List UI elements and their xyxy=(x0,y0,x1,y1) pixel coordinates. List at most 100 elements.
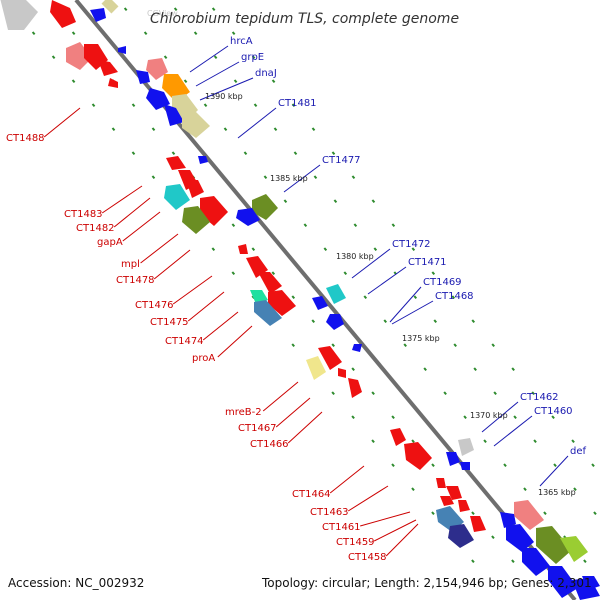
gene-label: CT1477 xyxy=(322,155,361,166)
gene-label: CT1458 xyxy=(348,552,387,563)
ring-dot xyxy=(593,511,597,516)
gene-arrow xyxy=(404,442,432,470)
gene-arrow xyxy=(506,524,534,552)
label-leader xyxy=(187,291,225,322)
ring-dot xyxy=(583,559,587,564)
gene-arrow xyxy=(136,70,150,84)
kbp-mark: 1370 kbp xyxy=(470,411,508,420)
ring-dot xyxy=(533,439,537,444)
genome-summary-text: Topology: circular; Length: 2,154,946 bp… xyxy=(261,576,592,590)
gene-arrow xyxy=(182,112,210,138)
ring-dot xyxy=(31,31,36,36)
ring-dot xyxy=(351,367,355,372)
gene-arrow xyxy=(458,438,474,456)
ring-dot xyxy=(423,367,427,372)
label-leader xyxy=(172,275,213,305)
gene-arrow xyxy=(98,60,118,76)
label-leader xyxy=(113,197,151,228)
ring-dot xyxy=(553,463,557,468)
gene-arrow xyxy=(440,496,454,506)
ring-dot xyxy=(183,79,188,84)
label-leader xyxy=(189,45,229,73)
gene-arrow xyxy=(238,244,248,254)
gene-label: CT1464 xyxy=(292,489,331,500)
gene-label: grpE xyxy=(241,52,264,63)
label-leader xyxy=(122,211,161,242)
ring-dot xyxy=(123,7,128,12)
gene-arrow xyxy=(460,462,470,470)
label-leader xyxy=(195,61,240,87)
gene-label: CT1467 xyxy=(238,423,277,434)
ring-dot xyxy=(331,391,335,396)
label-leader xyxy=(539,455,569,487)
ring-dot xyxy=(273,127,278,132)
label-leader xyxy=(329,465,365,494)
ring-dot xyxy=(431,271,436,276)
ring-dot xyxy=(391,415,395,420)
gene-arrow xyxy=(66,42,92,70)
cog-block xyxy=(101,0,119,14)
label-leader xyxy=(153,249,191,280)
ring-dot xyxy=(323,247,328,252)
ring-dot xyxy=(351,415,355,420)
ring-dot xyxy=(543,511,547,516)
label-leader xyxy=(373,519,417,542)
ring-dot xyxy=(151,127,156,132)
ring-dot xyxy=(171,151,176,156)
label-leader xyxy=(283,164,321,193)
ring-dot xyxy=(491,535,495,540)
ring-dot xyxy=(391,223,396,228)
gene-label: CT1459 xyxy=(336,537,375,548)
label-leader xyxy=(275,397,311,428)
ring-dot xyxy=(51,55,56,60)
gene-arrow xyxy=(338,368,346,378)
ring-dot xyxy=(591,463,595,468)
label-leader xyxy=(385,523,419,557)
ring-dot xyxy=(511,367,515,372)
gene-arrow xyxy=(500,512,516,528)
label-leader xyxy=(202,311,239,341)
gene-arrow xyxy=(90,8,106,22)
kbp-mark: 1375 kbp xyxy=(402,334,440,343)
ring-dot xyxy=(311,319,316,324)
label-leader xyxy=(481,401,519,433)
watermark: CGView xyxy=(147,9,178,18)
gene-arrow xyxy=(312,296,328,310)
gene-arrow xyxy=(446,452,460,466)
label-leader xyxy=(140,233,179,264)
gene-arrow xyxy=(164,184,190,210)
ring-dot xyxy=(503,463,507,468)
label-leader xyxy=(237,107,277,139)
gene-label: hrcA xyxy=(230,36,253,47)
ring-dot xyxy=(271,79,276,84)
ring-dot xyxy=(411,247,416,252)
ring-dot xyxy=(163,55,168,60)
label-leader xyxy=(43,107,81,138)
gene-arrow xyxy=(352,344,362,352)
label-leader xyxy=(351,248,391,279)
ring-dot xyxy=(453,343,457,348)
ring-dot xyxy=(471,511,475,516)
ring-dot xyxy=(383,319,388,324)
gene-labels-forward: hrcAgrpEdnaJCT1481CT1477CT1472CT1471CT14… xyxy=(189,36,587,487)
kbp-mark: 1390 kbp xyxy=(205,92,243,101)
ring-dot xyxy=(443,391,447,396)
ring-dot xyxy=(251,247,256,252)
ring-dot xyxy=(531,391,535,396)
ring-dot xyxy=(413,295,418,300)
ring-dot xyxy=(131,151,136,156)
ring-dot xyxy=(291,295,296,300)
gene-label: CT1481 xyxy=(278,98,317,109)
ring-dot xyxy=(271,271,276,276)
ring-dot xyxy=(371,439,375,444)
ring-dot xyxy=(91,103,96,108)
gene-label: CT1460 xyxy=(534,406,573,417)
ring-dot xyxy=(351,175,356,180)
ring-dot xyxy=(431,463,435,468)
ring-dot xyxy=(333,199,338,204)
gene-label: CT1471 xyxy=(408,257,447,268)
gene-arrow xyxy=(252,194,278,220)
ring-dot xyxy=(371,199,376,204)
ring-dot xyxy=(173,7,178,12)
